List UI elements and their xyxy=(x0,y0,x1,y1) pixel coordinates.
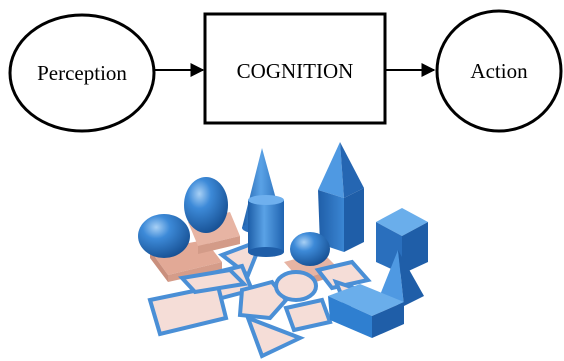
action-label: Action xyxy=(470,59,528,83)
flow-diagram: Perception COGNITION Action xyxy=(8,9,563,133)
card-parallelogram xyxy=(178,267,249,295)
card-rhombus xyxy=(314,259,372,291)
card-triangle-front xyxy=(244,314,306,359)
cognition-node: COGNITION xyxy=(203,12,387,125)
cognition-label: COGNITION xyxy=(237,59,354,83)
cylinder xyxy=(248,195,284,257)
card-rectangle-large xyxy=(147,283,229,337)
sphere-small xyxy=(290,232,330,266)
card-pentagon xyxy=(237,279,289,321)
cube xyxy=(376,208,428,274)
perception-label: Perception xyxy=(37,61,127,85)
action-node: Action xyxy=(435,9,563,133)
shape-cards xyxy=(147,236,385,359)
card-square-2 xyxy=(283,297,333,333)
ovoid-left xyxy=(138,214,190,258)
square-pyramid xyxy=(378,250,424,306)
egg-back xyxy=(184,177,228,233)
perception-node: Perception xyxy=(8,13,156,133)
geometric-solids-photo xyxy=(138,142,428,359)
rectangular-prism xyxy=(328,284,404,338)
triangular-prism-with-pyramid xyxy=(318,142,364,252)
card-circle xyxy=(274,270,318,302)
